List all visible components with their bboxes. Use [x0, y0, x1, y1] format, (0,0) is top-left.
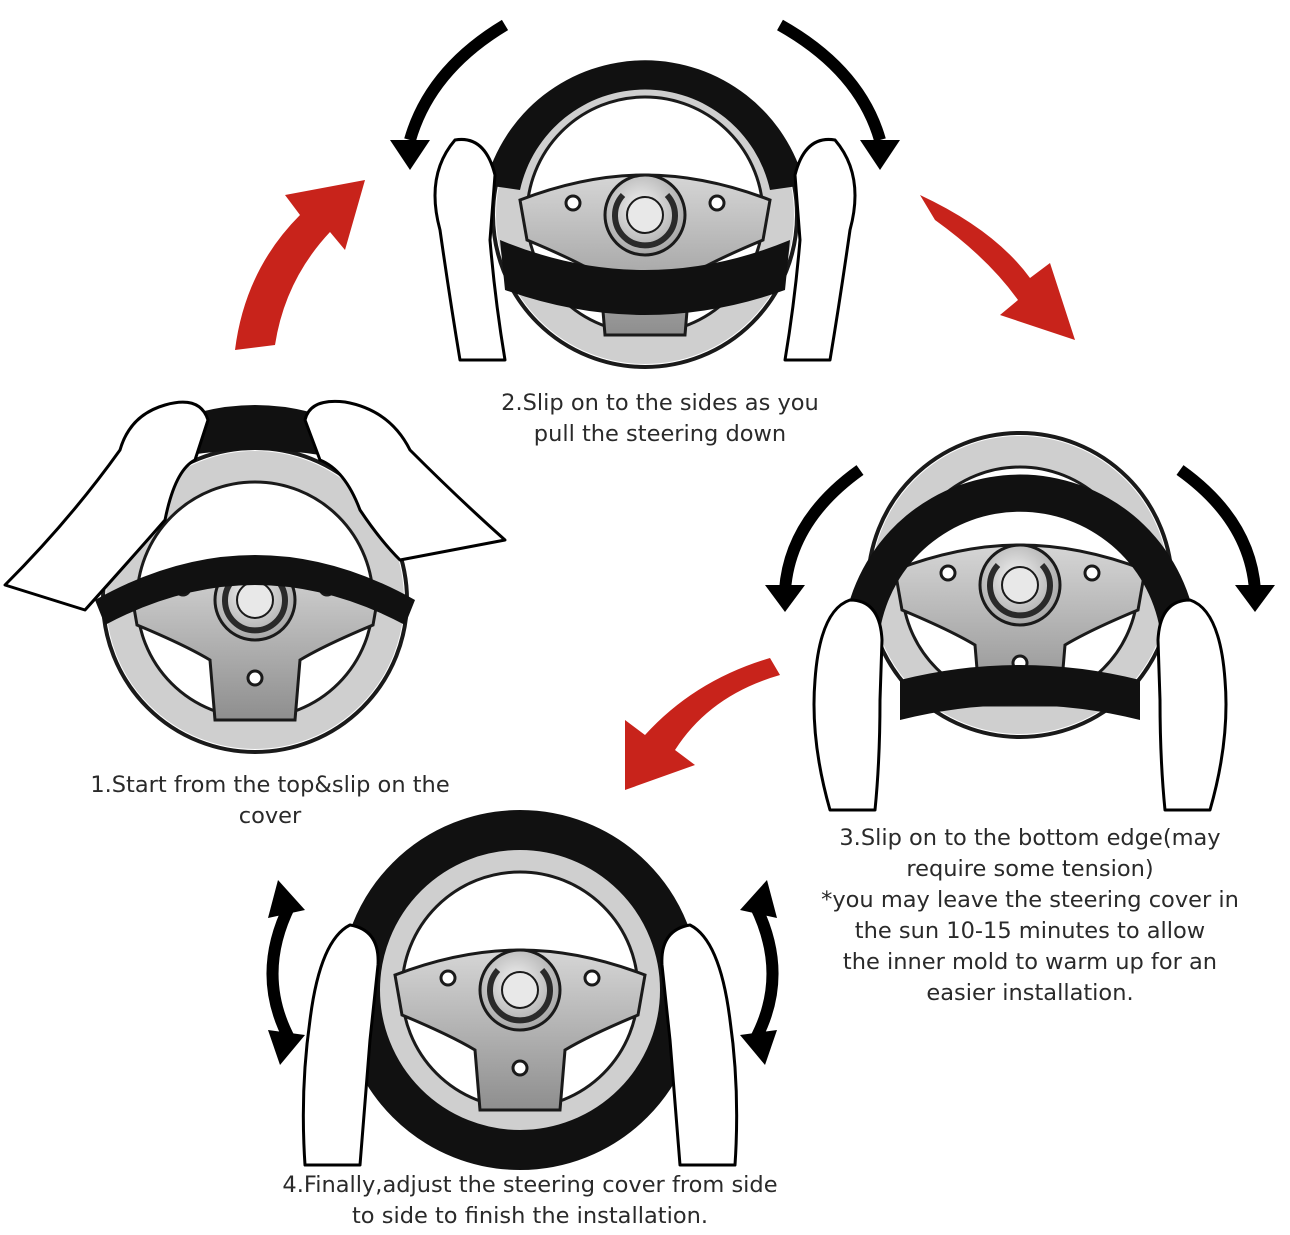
cover-ring [845, 474, 1195, 630]
curved-arrow-icon [779, 465, 864, 591]
curved-arrow-icon [404, 19, 509, 142]
step4-caption: 4.Finally,adjust the steering cover from… [200, 1170, 860, 1232]
caption-line: 3.Slip on to the bottom edge(may [839, 825, 1221, 851]
hand-icon [660, 923, 739, 1167]
hand-icon [1156, 598, 1228, 812]
red-flow-arrow-icon [235, 180, 365, 350]
caption-line: to side to finish the installation. [351, 1203, 708, 1229]
step3-caption: 3.Slip on to the bottom edge(may require… [770, 823, 1290, 1009]
hand-icon [433, 137, 507, 362]
caption-line: 4.Finally,adjust the steering cover from… [282, 1172, 778, 1198]
cover-top [190, 405, 320, 455]
step1-caption: 1.Start from the top&slip on the cover [40, 770, 500, 832]
red-flow-arrow-icon [920, 195, 1075, 340]
hand-icon [783, 137, 857, 362]
cover-band [500, 240, 790, 315]
step3-illustration [765, 433, 1275, 812]
hand-icon [3, 400, 210, 612]
caption-line: 2.Slip on to the sides as you [501, 390, 819, 416]
cover-band [900, 665, 1140, 720]
double-arrow-icon [266, 880, 305, 1065]
caption-line: *you may leave the steering cover in [821, 887, 1239, 913]
caption-line: the sun 10-15 minutes to allow [854, 918, 1206, 944]
hand-icon [812, 598, 884, 812]
curved-arrow-icon [1176, 465, 1261, 591]
caption-line: require some tension) [906, 856, 1154, 882]
step4-illustration [266, 810, 779, 1170]
step2-caption: 2.Slip on to the sides as you pull the s… [420, 388, 900, 450]
red-flow-arrow-icon [625, 658, 780, 790]
caption-line: 1.Start from the top&slip on the [90, 772, 450, 798]
step2-illustration [390, 19, 900, 367]
cover-band [95, 555, 415, 625]
caption-line: easier installation. [926, 980, 1134, 1006]
curved-arrow-icon [777, 19, 886, 142]
cover-top [485, 60, 805, 190]
double-arrow-icon [740, 880, 779, 1065]
caption-line: pull the steering down [533, 421, 787, 447]
caption-line: the inner mold to warm up for an [842, 949, 1218, 975]
step1-illustration [3, 399, 507, 752]
hand-icon [303, 399, 507, 562]
caption-line: cover [238, 803, 302, 829]
hand-icon [301, 923, 380, 1167]
